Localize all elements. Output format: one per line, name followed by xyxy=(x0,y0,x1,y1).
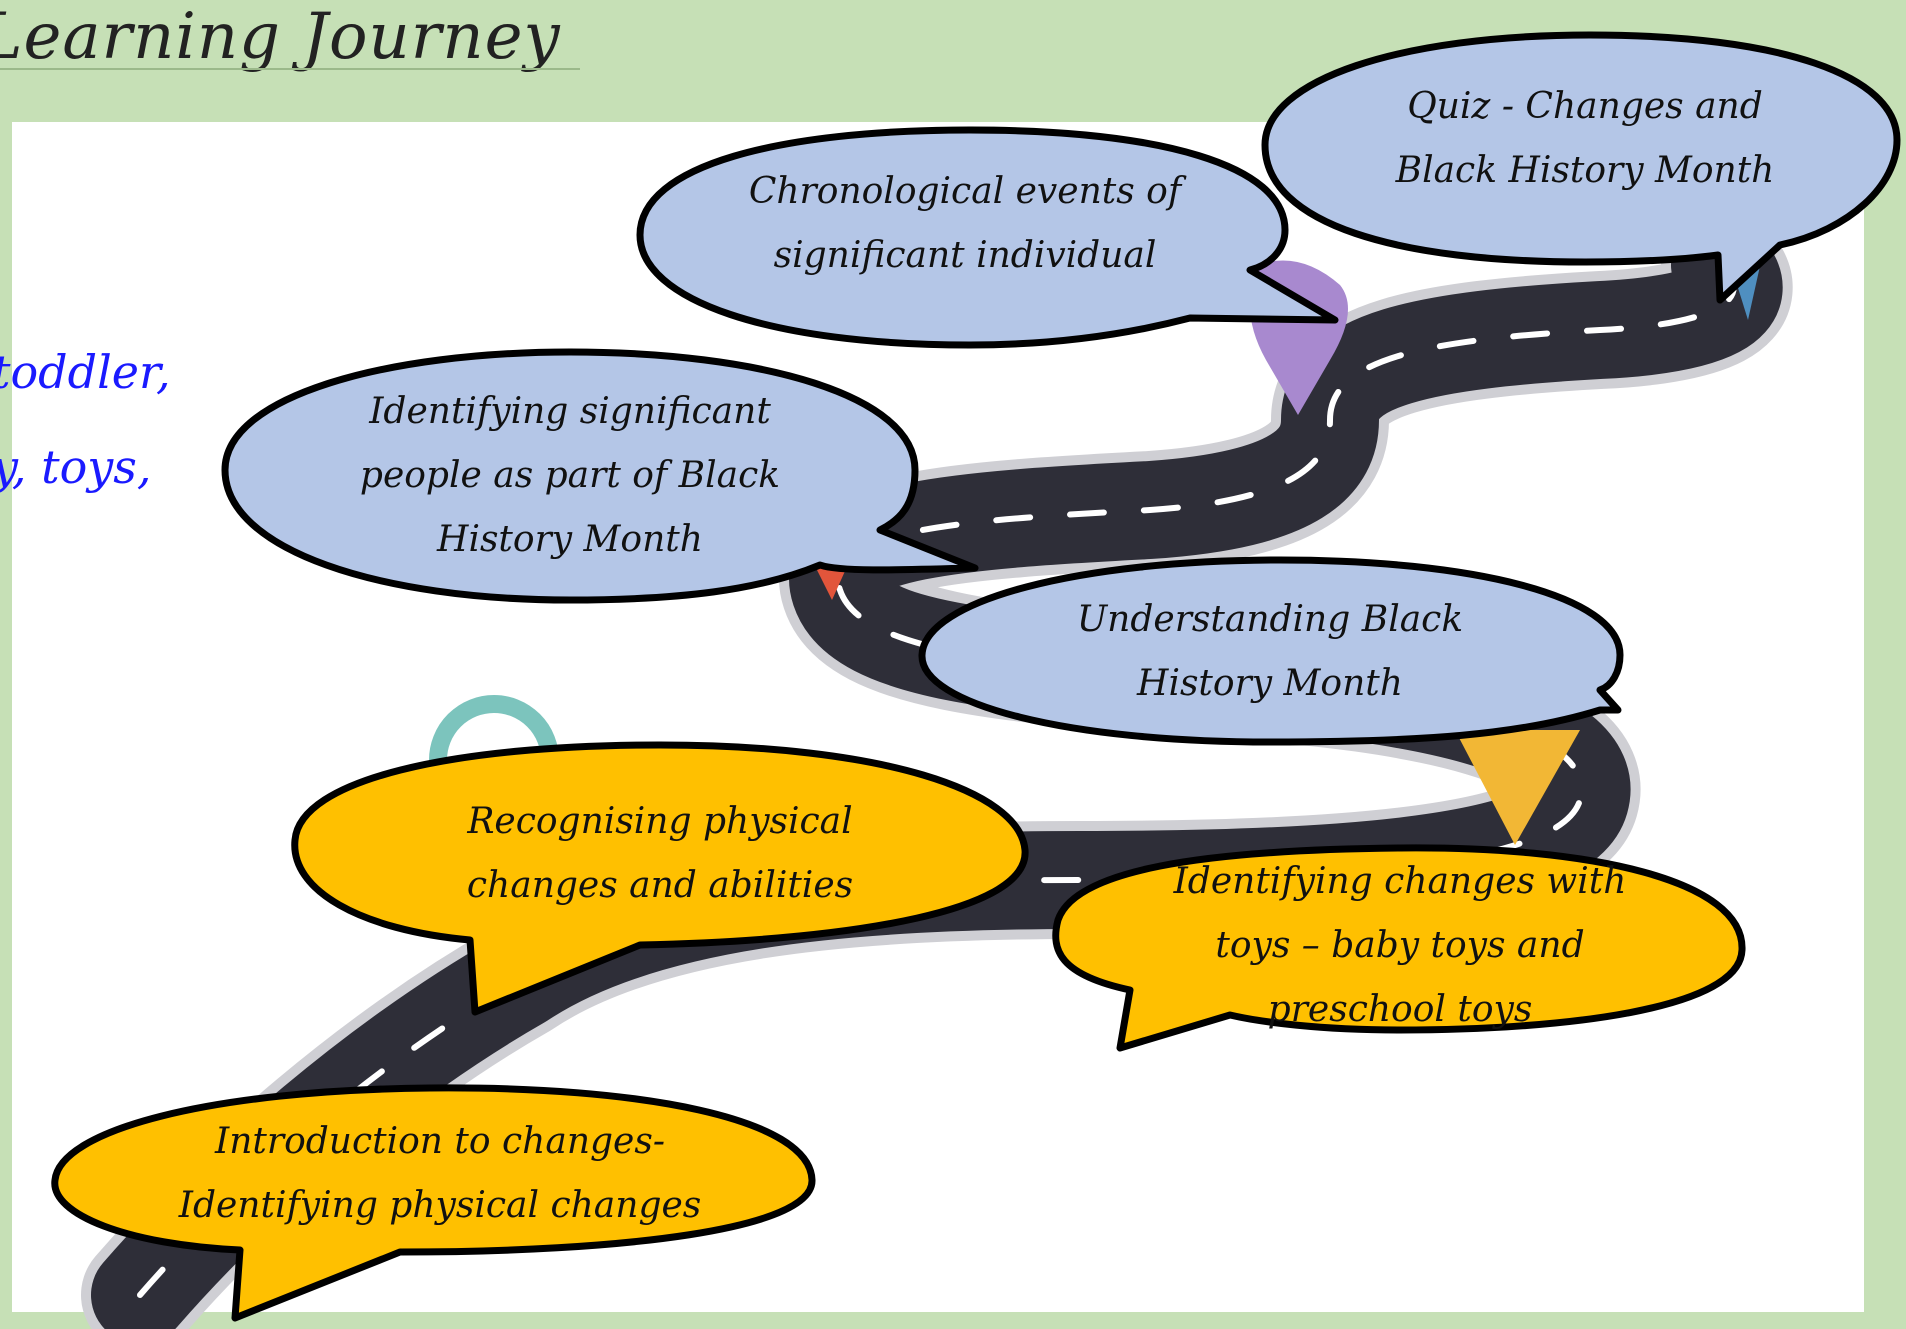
bubble-step-3-line-1: Identifying changes with xyxy=(1173,861,1627,902)
side-text-line-2: y, toys, xyxy=(0,440,152,494)
bubble-step-3-line-2: toys – baby toys and xyxy=(1215,925,1585,966)
bubble-step-4 xyxy=(918,556,1624,746)
bubble-step-2-text: Recognising physical changes and abiliti… xyxy=(350,790,970,918)
bubble-step-3-text: Identifying changes with toys – baby toy… xyxy=(1100,850,1700,1042)
bubble-step-2-line-2: changes and abilities xyxy=(466,865,854,906)
bubble-step-1-line-1: Introduction to changes- xyxy=(215,1121,665,1162)
bubble-step-5-line-2: people as part of Black xyxy=(359,455,781,496)
page-title: Learning Journey xyxy=(0,0,561,74)
bubble-step-4-line-1: Understanding Black xyxy=(1076,599,1464,640)
bubble-step-4-text: Understanding Black History Month xyxy=(970,588,1570,716)
title-underline xyxy=(0,68,580,70)
bubble-step-5-line-1: Identifying significant xyxy=(369,391,771,432)
bubble-step-7 xyxy=(1261,31,1901,304)
bubble-step-5 xyxy=(221,348,979,604)
bubble-step-6 xyxy=(636,126,1339,349)
bubble-step-7-line-2: Black History Month xyxy=(1395,150,1775,191)
bubble-step-3 xyxy=(1052,844,1746,1052)
bubble-step-2 xyxy=(291,741,1029,1016)
bubble-step-1-text: Introduction to changes- Identifying phy… xyxy=(130,1110,750,1238)
side-text-line-1: toddler, xyxy=(0,345,171,399)
bubble-step-4-line-2: History Month xyxy=(1137,663,1403,704)
bubble-step-6-line-2: significant individual xyxy=(773,235,1157,276)
bubble-step-1-line-2: Identifying physical changes xyxy=(178,1185,702,1226)
bubble-step-7-text: Quiz - Changes and Black History Month xyxy=(1300,75,1870,203)
bubble-step-1 xyxy=(51,1084,816,1322)
pin-yellow-icon xyxy=(1455,730,1580,845)
bubble-step-5-line-3: History Month xyxy=(437,519,703,560)
bubble-step-5-text: Identifying significant people as part o… xyxy=(270,380,870,572)
bubble-step-6-line-1: Chronological events of xyxy=(748,171,1182,212)
bubble-step-2-line-1: Recognising physical xyxy=(467,801,853,842)
bubble-step-6-text: Chronological events of significant indi… xyxy=(670,160,1260,288)
speech-bubbles xyxy=(51,31,1901,1322)
bubble-step-7-line-1: Quiz - Changes and xyxy=(1407,86,1763,127)
bubble-step-3-line-3: preschool toys xyxy=(1267,989,1533,1030)
